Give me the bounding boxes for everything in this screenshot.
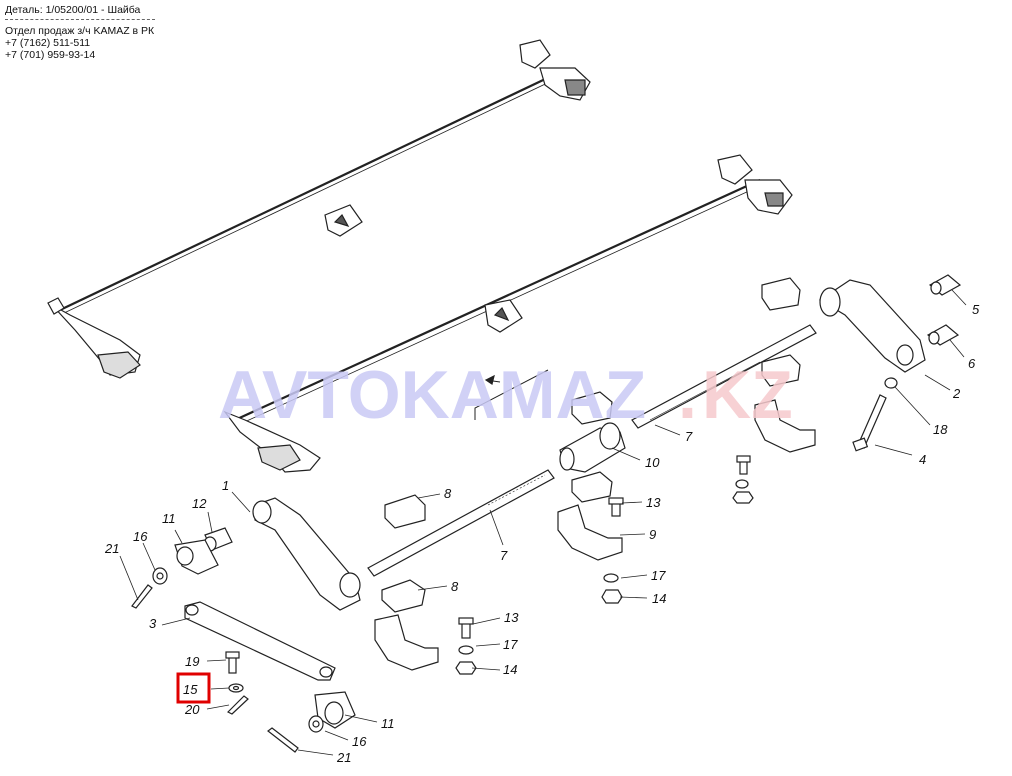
phone-number-1: +7 (7162) 511-511 [5,37,91,49]
callout-15: 15 [183,682,198,697]
callout-2: 2 [952,386,961,401]
watermark-dot: . [678,357,697,433]
callout-11-upper: 11 [162,511,176,526]
callout-13-upper: 13 [646,495,661,510]
callout-1: 1 [222,478,229,493]
upper-rod-assembly [47,39,591,379]
callout-13-lower: 13 [504,610,519,625]
callout-20: 20 [184,702,200,717]
callout-4: 4 [919,452,926,467]
sales-department-label: Отдел продаж з/ч KAMAZ в РК [5,25,155,37]
callout-16-lower: 16 [352,734,367,749]
callout-11-lower: 11 [381,716,395,731]
lower-rod-assembly [223,154,793,473]
callout-3: 3 [149,616,157,631]
callout-12: 12 [192,496,207,511]
callout-14-lower: 14 [503,662,517,677]
callout-5: 5 [972,302,980,317]
watermark-suffix: KZ [702,357,793,433]
callout-19: 19 [185,654,199,669]
callout-17-lower: 17 [503,637,518,652]
phone-number-2: +7 (701) 959-93-14 [5,49,96,61]
part-detail-title: Деталь: 1/05200/01 - Шайба [5,4,141,16]
callout-21-upper: 21 [104,541,119,556]
site-watermark: AVTOKAMAZ . KZ [218,357,793,433]
header-separator [5,19,155,20]
callout-labels: 1 2 3 4 5 6 7 7 8 8 9 10 11 11 12 13 13 … [104,302,980,765]
callout-16-upper: 16 [133,529,148,544]
callout-8-upper: 8 [444,486,452,501]
selected-part-highlight[interactable] [176,672,211,704]
callout-10: 10 [645,455,660,470]
callout-17-upper: 17 [651,568,666,583]
callout-9: 9 [649,527,656,542]
callout-7-upper: 7 [685,429,693,444]
watermark-main: AVTOKAMAZ [218,357,646,433]
callout-14-upper: 14 [652,591,666,606]
shaft-and-levers [131,274,962,753]
callout-18: 18 [933,422,948,437]
leader-lines [119,289,967,756]
callout-6: 6 [968,356,976,371]
callout-8-lower: 8 [451,579,459,594]
callout-7-lower: 7 [500,548,508,563]
callout-21-lower: 21 [336,750,351,765]
